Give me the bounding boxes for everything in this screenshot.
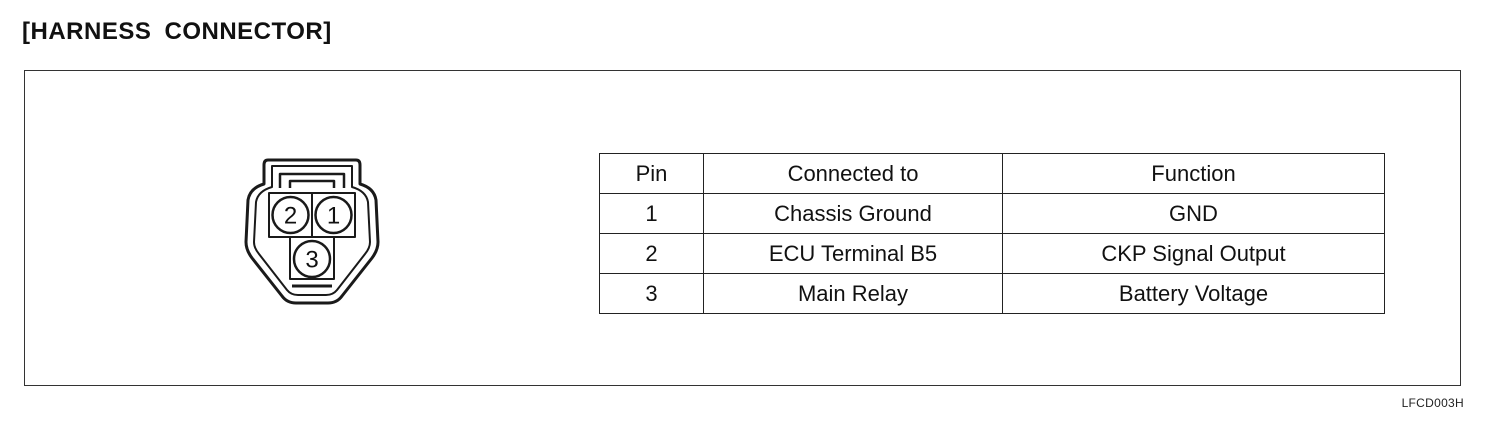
cell-connected-to: ECU Terminal B5 bbox=[703, 233, 1003, 274]
pin-2-label: 2 bbox=[284, 203, 297, 230]
pin-3-circle bbox=[292, 239, 332, 279]
cell-pin: 3 bbox=[599, 273, 704, 314]
cell-function: GND bbox=[1002, 193, 1385, 234]
connector-locking-latch bbox=[278, 172, 346, 188]
pin-3-label: 3 bbox=[305, 247, 318, 274]
header-pin: Pin bbox=[599, 153, 704, 194]
table-header-row: Pin Connected to Function bbox=[599, 153, 1385, 194]
header-connected-to: Connected to bbox=[703, 153, 1003, 194]
pin-1-circle bbox=[314, 195, 353, 235]
cell-connected-to: Main Relay bbox=[703, 273, 1003, 314]
pin-2-circle bbox=[271, 195, 310, 235]
header-function: Function bbox=[1002, 153, 1385, 194]
connector-outer-shell bbox=[244, 158, 380, 305]
page-title: [HARNESS CONNECTOR] bbox=[22, 18, 332, 45]
cell-function: CKP Signal Output bbox=[1002, 233, 1385, 274]
table-row: 3 Main Relay Battery Voltage bbox=[599, 273, 1385, 314]
connector-inner-shell bbox=[253, 165, 371, 296]
pin-3-cavity bbox=[289, 236, 335, 280]
table-row: 1 Chassis Ground GND bbox=[599, 193, 1385, 234]
figure-code: LFCD003H bbox=[1401, 396, 1464, 410]
diagram-frame bbox=[24, 70, 1461, 386]
cell-function: Battery Voltage bbox=[1002, 273, 1385, 314]
pin-1-label: 1 bbox=[327, 203, 340, 230]
cell-pin: 1 bbox=[599, 193, 704, 234]
cell-pin: 2 bbox=[599, 233, 704, 274]
table-row: 2 ECU Terminal B5 CKP Signal Output bbox=[599, 233, 1385, 274]
three-pin-harness-connector-icon: 2 1 3 bbox=[244, 158, 380, 305]
cell-connected-to: Chassis Ground bbox=[703, 193, 1003, 234]
harness-connector-diagram: 2 1 3 bbox=[242, 154, 382, 306]
pin-function-table: Pin Connected to Function 1 Chassis Grou… bbox=[599, 153, 1385, 314]
